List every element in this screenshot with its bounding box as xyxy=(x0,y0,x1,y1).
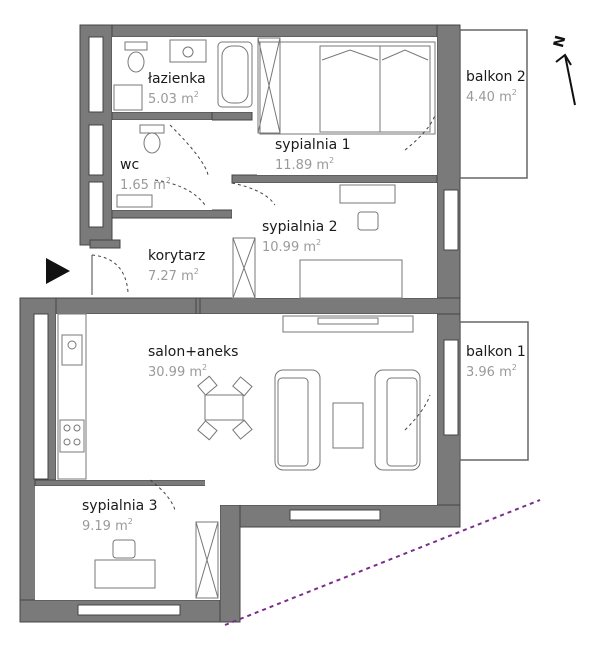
walls xyxy=(19,24,461,623)
room-label-sypialnia-3: sypialnia 3 9.19 m2 xyxy=(82,498,158,534)
stove-icon xyxy=(59,419,85,453)
bathroom-fixtures xyxy=(113,39,253,208)
compass-label: N xyxy=(551,34,569,49)
tv-unit-icon xyxy=(282,315,414,333)
chair-icon xyxy=(357,211,379,231)
entrance-door xyxy=(91,254,129,295)
property-boundary xyxy=(224,499,541,626)
north-arrow-icon xyxy=(555,53,576,106)
bed-icon xyxy=(259,41,436,135)
room-label-wc: wc 1.65 m2 xyxy=(120,157,171,193)
wardrobes xyxy=(195,37,281,599)
balkon-1-outline xyxy=(459,321,529,461)
wc-sink-icon xyxy=(116,194,153,208)
kitchen-sink-icon xyxy=(61,334,83,366)
toilet-icon xyxy=(124,41,148,51)
balconies xyxy=(459,29,529,461)
bed2-icon xyxy=(299,259,403,299)
room-label-sypialnia-1: sypialnia 1 11.89 m2 xyxy=(275,137,351,173)
room-label-korytarz: korytarz 7.27 m2 xyxy=(148,248,206,284)
kitchen xyxy=(57,313,87,480)
desk-icon xyxy=(339,184,396,204)
room-label-balkon-2: balkon 2 4.40 m2 xyxy=(466,69,526,105)
sink-icon xyxy=(169,39,207,63)
balkon-2-outline xyxy=(459,29,528,179)
bedroom2-furniture xyxy=(299,184,403,299)
desk3-icon xyxy=(94,559,156,589)
bedroom3-furniture xyxy=(94,539,156,589)
coffee-table-icon xyxy=(332,402,364,449)
rooms xyxy=(35,37,437,600)
doors xyxy=(149,114,436,511)
sofa-icon xyxy=(274,369,421,471)
room-label-balkon-1: balkon 1 3.96 m2 xyxy=(466,344,526,380)
entrance-arrow-icon xyxy=(46,258,70,284)
dining-table-icon xyxy=(197,375,253,441)
bathtub-icon xyxy=(217,41,253,108)
room-label-lazienka: łazienka 5.03 m2 xyxy=(148,71,206,107)
room-label-salon: salon+aneks 30.99 m2 xyxy=(148,344,239,380)
washer-icon xyxy=(113,84,143,111)
chair3-icon xyxy=(112,539,136,559)
room-label-sypialnia-2: sypialnia 2 10.99 m2 xyxy=(262,219,338,255)
